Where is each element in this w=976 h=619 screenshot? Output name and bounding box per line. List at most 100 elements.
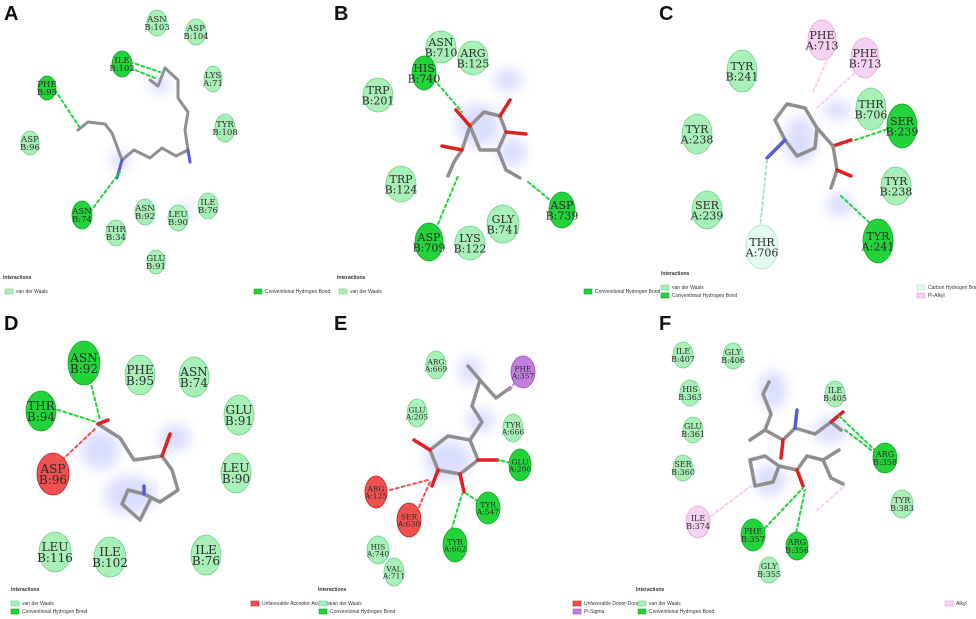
residue-disc [406, 398, 428, 428]
residue-name: ASN [69, 351, 97, 365]
residue-disc [886, 103, 918, 149]
residue-chain-number: B:92 [135, 212, 155, 222]
residue-name: LEU [168, 210, 187, 220]
residue-disc [722, 342, 744, 370]
residue-disc [508, 448, 532, 482]
residue-chain-number: B:383 [890, 504, 914, 513]
bond-line [498, 98, 512, 118]
legend-swatch [572, 600, 582, 607]
residue-name: PHE [514, 364, 531, 373]
residue-name: ASN [427, 36, 453, 49]
legend-swatch [916, 292, 926, 299]
residue-name: THR [858, 98, 884, 111]
legend-label: Carbon Hydrogen Bond [928, 285, 976, 291]
residue-disc [203, 65, 223, 93]
residue-chain-number: B:201 [362, 94, 395, 107]
bond-line [504, 130, 528, 136]
bond-line [478, 378, 512, 400]
residue-name: HIS [682, 385, 698, 394]
legend-title: Interactions [318, 587, 347, 593]
legend-swatch [253, 288, 263, 295]
residue-disc [502, 413, 524, 443]
legend-swatch [944, 600, 954, 607]
residue-disc [785, 531, 809, 561]
residue-disc [364, 475, 388, 509]
residue-chain-number: B:94 [27, 410, 55, 424]
residue-chain-number: B:91 [146, 262, 166, 272]
bond-line [96, 422, 180, 522]
residue-name: GLY [492, 213, 515, 226]
residue-name: ASP [186, 24, 205, 34]
residue-disc [37, 75, 57, 101]
residue-chain-number: B:363 [678, 393, 702, 402]
legend-label: van der Waals [330, 601, 362, 607]
legend-label: van der Waals [350, 289, 382, 295]
residue-name: SER [674, 460, 692, 469]
solvent-glow [494, 68, 522, 92]
residue-disc [880, 166, 912, 206]
hbond-line [838, 415, 880, 455]
bond-line [815, 126, 835, 148]
legend-label: Conventional Hydrogen Bond [22, 609, 88, 615]
residue-chain-number: B:741 [487, 223, 520, 236]
residue-name: TYR [505, 420, 521, 429]
panel-f: ILEB:407GLYB:406HISB:363ILEB:405GLUB:361… [636, 313, 967, 615]
bond-line [835, 168, 853, 178]
alkyl-line [710, 485, 752, 517]
residue-name: GLU [409, 405, 426, 414]
residue-disc [411, 55, 437, 91]
residue-disc [20, 130, 40, 156]
legend-title: Interactions [636, 587, 665, 593]
legend-swatch [660, 292, 670, 299]
residue-disc [223, 394, 255, 436]
hbond-line-phe [54, 89, 81, 129]
residue-disc [862, 218, 894, 264]
bond-line [496, 148, 522, 180]
residue-disc [425, 30, 457, 64]
residue-name: ILE [195, 543, 216, 557]
legend-label: Conventional Hydrogen Bond [265, 289, 331, 295]
bond-line [76, 66, 190, 162]
residue-name: ARG [787, 538, 806, 547]
residue-disc [124, 354, 156, 396]
residue-name: THR [106, 225, 126, 235]
residue-disc [855, 87, 887, 131]
legend-label: Pi-Alkyl [928, 293, 945, 299]
bond-line [458, 472, 466, 494]
residue-chain-number: B:710 [425, 46, 458, 59]
hbond-line-asn [89, 171, 121, 213]
residue-name: GLY [725, 348, 742, 357]
residue-name: SER [890, 115, 915, 128]
residue-name: ASP [550, 199, 574, 212]
legend-swatch [250, 600, 260, 607]
legend-swatch [637, 600, 647, 607]
residue-disc [36, 452, 70, 496]
hbond-line-tyr [840, 195, 874, 227]
bond-line [466, 364, 484, 442]
residue-chain-number: B:405 [823, 394, 847, 403]
bond-line [186, 148, 192, 164]
residue-chain-number: A:357 [511, 371, 534, 380]
residue-chain-number: B:241 [726, 70, 759, 83]
ligand-structure [429, 68, 557, 225]
residue-chain-number: A:711 [382, 571, 405, 580]
